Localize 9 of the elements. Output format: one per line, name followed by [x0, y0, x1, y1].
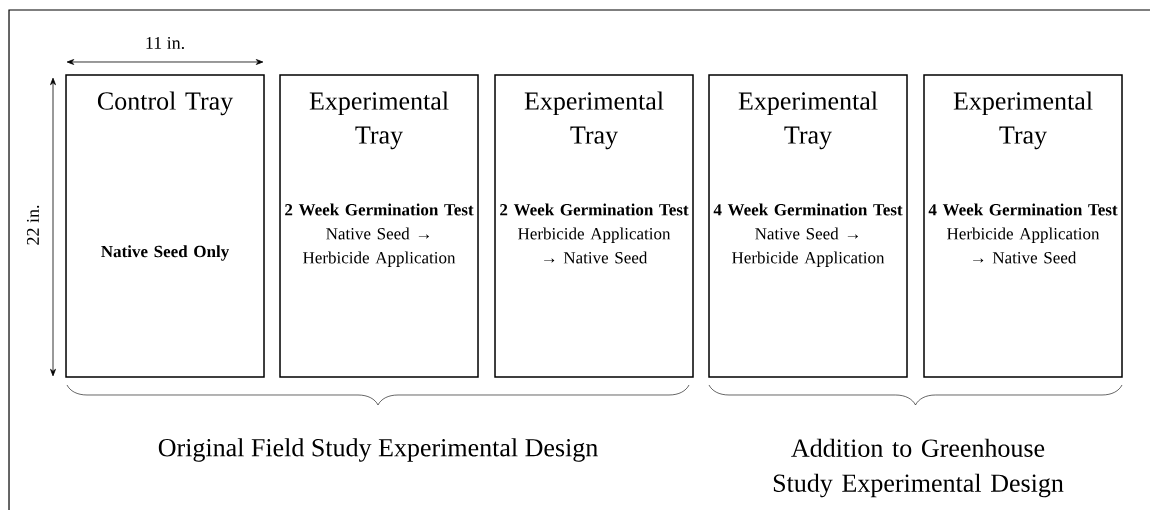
group-label: Original Field Study Experimental Design [158, 438, 598, 462]
group-label: Addition to Greenhouse Study Experimental Design [773, 438, 1064, 498]
tray-box: Experimental Tray 2 Week Germination Test Native Seed → Herbicide Application [279, 74, 479, 378]
tray-box: Experimental Tray 4 Week Germination Test Herbicide Application → Native Seed [923, 74, 1123, 378]
dimension-label: 11 in. [146, 36, 184, 50]
dimension-label: 22 in. [26, 205, 40, 245]
tray-box: Experimental Tray 2 Week Germination Test Herbicide Application → Native Seed [494, 74, 694, 378]
tray-box: Experimental Tray 4 Week Germination Test Native Seed → Herbicide Application [708, 74, 908, 378]
tray-box: Control Tray Native Seed Only [65, 74, 265, 378]
